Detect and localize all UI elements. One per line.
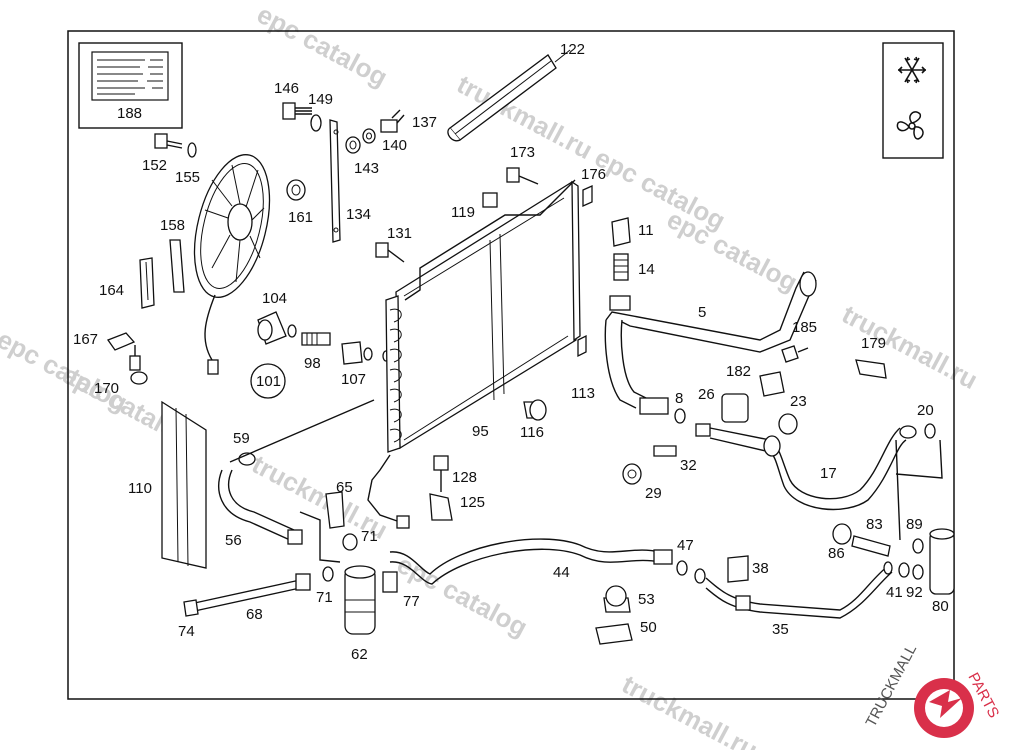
- gear-icon: [914, 678, 974, 738]
- watermark-text: truckmall.ru: [617, 669, 762, 750]
- watermark-text: epc catalog: [252, 0, 392, 92]
- part-label-92: 92: [906, 584, 923, 601]
- part-label-59: 59: [233, 430, 250, 447]
- ac-lines: [161, 217, 955, 645]
- part-label-122: 122: [560, 41, 585, 58]
- part-label-164: 164: [99, 282, 124, 299]
- legend-label: 188: [117, 105, 142, 122]
- part-label-35: 35: [772, 621, 789, 638]
- part-label-17: 17: [820, 465, 837, 482]
- part-label-134: 134: [346, 206, 371, 223]
- legend-box: 188: [78, 42, 183, 129]
- part-label-149: 149: [308, 91, 333, 108]
- part-label-185: 185: [792, 319, 817, 336]
- watermark-text: epc catalog: [662, 204, 802, 298]
- part-label-47: 47: [677, 537, 694, 554]
- part-label-110: 110: [128, 480, 152, 497]
- truckmall-logo: TRUCKMALL PARTS: [863, 642, 1002, 738]
- part-label-158: 158: [160, 217, 185, 234]
- part-label-104: 104: [262, 290, 287, 307]
- part-label-143: 143: [354, 160, 379, 177]
- part-label-71-lower: 71: [316, 589, 333, 606]
- part-label-62: 62: [351, 646, 368, 663]
- part-label-161: 161: [288, 209, 313, 226]
- part-label-8: 8: [675, 390, 683, 407]
- part-label-23: 23: [790, 393, 807, 410]
- part-label-41: 41: [886, 584, 903, 601]
- part-label-128: 128: [452, 469, 477, 486]
- part-label-170: 170: [94, 380, 119, 397]
- part-label-38: 38: [752, 560, 769, 577]
- part-label-107: 107: [341, 371, 366, 388]
- part-label-86: 86: [828, 545, 845, 562]
- part-label-140: 140: [382, 137, 407, 154]
- part-label-50: 50: [640, 619, 657, 636]
- part-label-167: 167: [73, 331, 98, 348]
- part-label-29: 29: [645, 485, 662, 502]
- condenser: [367, 167, 593, 529]
- part-label-155: 155: [175, 169, 200, 186]
- part-label-131: 131: [387, 225, 412, 242]
- part-labels: 122 146 149 137 140 143 152 155 161 134 …: [73, 41, 949, 663]
- resistor-group: [250, 311, 390, 399]
- part-label-179: 179: [861, 335, 886, 352]
- part-label-125: 125: [460, 494, 485, 511]
- fan-icon: [896, 111, 924, 140]
- part-label-71-upper: 71: [361, 528, 378, 545]
- part-label-113: 113: [571, 385, 595, 402]
- part-label-137: 137: [412, 114, 437, 131]
- part-label-101: 101: [256, 373, 281, 390]
- part-label-95: 95: [472, 423, 489, 440]
- part-label-176: 176: [581, 166, 606, 183]
- part-label-173: 173: [510, 144, 535, 161]
- snowflake-icon: [897, 56, 927, 84]
- diagram-frame: [67, 30, 955, 700]
- part-label-119: 119: [451, 204, 475, 221]
- part-label-182: 182: [726, 363, 751, 380]
- part-label-5: 5: [698, 304, 706, 321]
- part-label-77: 77: [403, 593, 420, 610]
- part-label-14: 14: [638, 261, 655, 278]
- part-label-26: 26: [698, 386, 715, 403]
- part-label-20: 20: [917, 402, 934, 419]
- part-label-152: 152: [142, 157, 167, 174]
- part-label-116: 116: [520, 424, 544, 441]
- part-label-80: 80: [932, 598, 949, 615]
- logo-text-truckmall: TRUCKMALL: [863, 642, 921, 730]
- part-label-32: 32: [680, 457, 697, 474]
- part-label-44: 44: [553, 564, 570, 581]
- part-label-65: 65: [336, 479, 353, 496]
- part-label-56: 56: [225, 532, 242, 549]
- part-label-89: 89: [906, 516, 923, 533]
- part-label-53: 53: [638, 591, 655, 608]
- part-label-74: 74: [178, 623, 195, 640]
- watermark-text: truckmall.ru: [837, 299, 982, 395]
- part-label-146: 146: [274, 80, 299, 97]
- icon-box: [882, 42, 944, 159]
- hardware-upper-left: [106, 102, 405, 385]
- part-122-seal: [447, 49, 571, 142]
- part-label-83: 83: [866, 516, 883, 533]
- part-label-11: 11: [638, 222, 654, 239]
- part-label-98: 98: [304, 355, 321, 372]
- part-label-68: 68: [246, 606, 263, 623]
- fan-assembly: [193, 154, 271, 375]
